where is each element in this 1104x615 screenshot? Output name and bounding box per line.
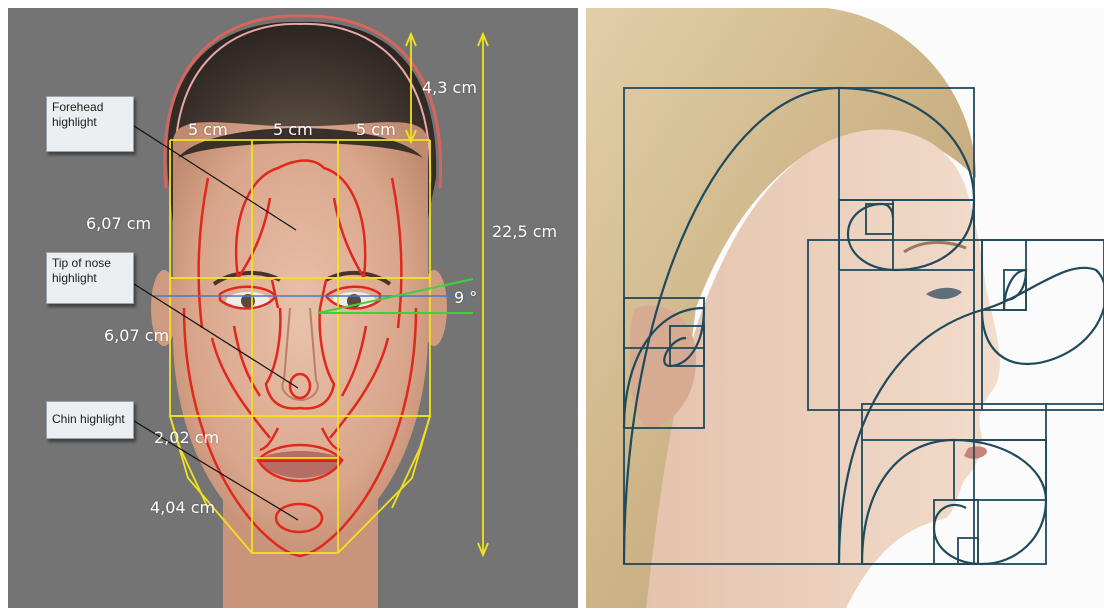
- measure-total-height: 22,5 cm: [492, 222, 557, 241]
- measure-forehead-height: 6,07 cm: [86, 214, 151, 233]
- measure-chin-height: 4,04 cm: [150, 498, 215, 517]
- chin-callout: Chin highlight: [46, 401, 134, 439]
- measure-top-height: 4,3 cm: [422, 78, 477, 97]
- forehead-callout: Forehead highlight: [46, 96, 134, 152]
- forehead-callout-label: Forehead highlight: [52, 100, 103, 129]
- measure-col-mid: 5 cm: [273, 120, 313, 139]
- measure-col-left: 5 cm: [188, 120, 228, 139]
- measure-angle: 9 °: [454, 288, 477, 307]
- measure-col-right: 5 cm: [356, 120, 396, 139]
- measure-lip-height: 2,02 cm: [154, 428, 219, 447]
- nose-callout: Tip of nose highlight: [46, 252, 134, 304]
- golden-spiral-drawing: [586, 8, 1104, 608]
- chin-callout-label: Chin highlight: [52, 412, 125, 426]
- golden-spiral-profile-panel: [586, 8, 1104, 608]
- nose-callout-label: Tip of nose highlight: [52, 256, 111, 285]
- face-proportions-panel: Forehead highlight Tip of nose highlight…: [8, 8, 578, 608]
- measure-mid-height: 6,07 cm: [104, 326, 169, 345]
